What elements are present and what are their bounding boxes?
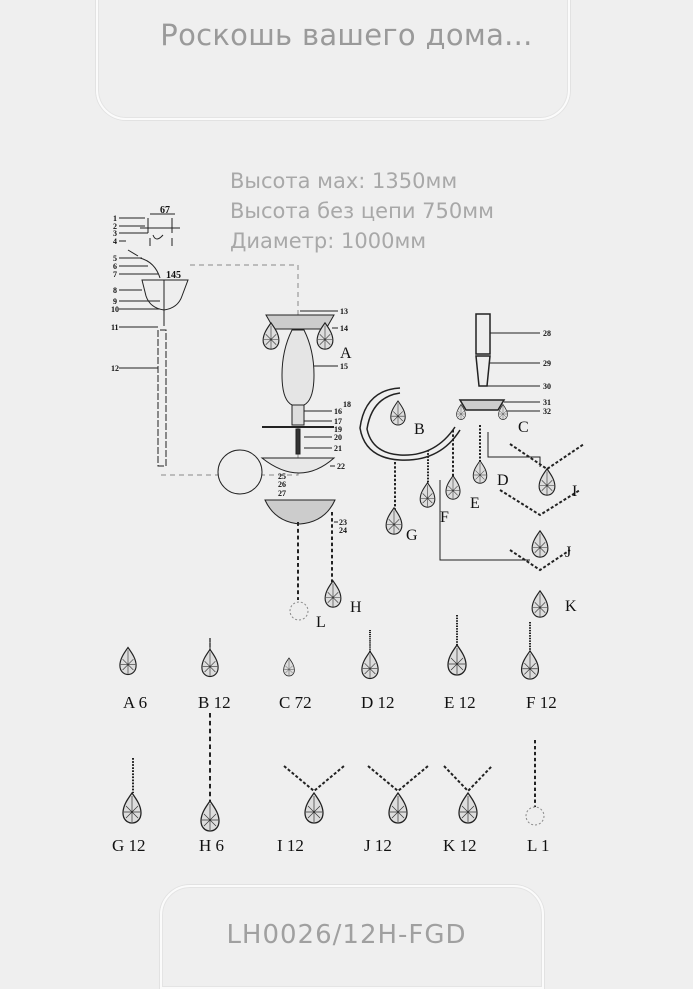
part-number: 28 <box>543 329 551 338</box>
legend-crystal-j <box>388 792 408 824</box>
part-number: 5 <box>113 254 117 263</box>
svg-text:H 6: H 6 <box>199 836 224 855</box>
dimension-145: 145 <box>166 270 181 281</box>
svg-text:E 12: E 12 <box>444 693 476 712</box>
spec-diameter: Диаметр: 1000мм <box>230 229 427 253</box>
part-number: 17 <box>334 417 342 426</box>
part-number: 23 <box>339 518 347 527</box>
svg-text:B 12: B 12 <box>198 693 231 712</box>
legend-crystal-k <box>458 792 478 824</box>
arm-assembly <box>359 313 506 461</box>
callout-l: L <box>316 614 326 631</box>
svg-text:F 12: F 12 <box>526 693 557 712</box>
svg-text:C 72: C 72 <box>279 693 312 712</box>
legend-labels: A 6 B 12 C 72 D 12 E 12 F 12 G 12 H 6 I … <box>112 693 557 855</box>
swag-chains <box>499 443 585 572</box>
svg-text:K 12: K 12 <box>443 836 477 855</box>
part-number: 12 <box>111 364 119 373</box>
part-number: 32 <box>543 407 551 416</box>
part-number: 18 <box>343 400 351 409</box>
part-number: 30 <box>543 382 551 391</box>
model-code: LH0026/12H-FGD <box>226 920 467 950</box>
ceiling-mount-and-chain <box>127 213 299 476</box>
callout-b: B <box>414 421 425 438</box>
callout-leaders <box>439 432 541 561</box>
callout-a: A <box>340 345 352 362</box>
part-number: 1 <box>113 214 117 223</box>
legend-crystal-b <box>201 648 219 678</box>
part-number: 4 <box>113 237 117 246</box>
part-number: 8 <box>113 286 117 295</box>
dimension-67: 67 <box>160 205 170 216</box>
central-column <box>217 314 336 525</box>
top-decorative-frame <box>96 0 570 120</box>
part-number: 7 <box>113 270 117 279</box>
part-number: 6 <box>113 262 117 271</box>
legend-crystal-h <box>200 800 220 832</box>
svg-text:J 12: J 12 <box>364 836 392 855</box>
legend-crystal-f <box>520 650 540 680</box>
part-number: 26 <box>278 480 286 489</box>
part-number: 31 <box>543 398 551 407</box>
legend-crystal-a <box>119 646 137 676</box>
callout-f: F <box>440 509 449 526</box>
part-number: 16 <box>334 407 342 416</box>
part-number: 24 <box>339 526 347 535</box>
crystal-i <box>538 468 556 496</box>
part-number: 19 <box>334 425 342 434</box>
callout-h: H <box>350 599 362 616</box>
part-number: 9 <box>113 297 117 306</box>
part-number: 22 <box>337 462 345 471</box>
svg-text:I 12: I 12 <box>277 836 304 855</box>
svg-text:A 6: A 6 <box>123 693 147 712</box>
callout-c: C <box>518 419 529 436</box>
ball-l <box>289 601 309 621</box>
crystal-j <box>531 530 549 558</box>
crystal-e <box>445 475 461 500</box>
part-number: 2 <box>113 222 117 231</box>
crystal-h <box>324 580 342 608</box>
callout-k: K <box>565 598 577 615</box>
callout-e: E <box>470 495 480 512</box>
legend-crystal-e <box>447 644 467 676</box>
part-number: 3 <box>113 229 117 238</box>
callout-j: J <box>565 544 571 561</box>
part-number: 13 <box>340 307 348 316</box>
part-number: 27 <box>278 489 286 498</box>
tagline: Роскошь вашего дома... <box>160 18 533 52</box>
legend-crystal-d <box>361 650 379 680</box>
svg-text:D 12: D 12 <box>361 693 395 712</box>
part-number: 25 <box>278 472 286 481</box>
crystal-legend <box>119 615 545 832</box>
crystal-k <box>531 590 549 618</box>
callout-g: G <box>406 527 418 544</box>
callout-i: I <box>572 483 577 500</box>
svg-text:G 12: G 12 <box>112 836 146 855</box>
part-number: 29 <box>543 359 551 368</box>
spec-height-no-chain: Высота без цепи 750мм <box>230 199 494 223</box>
crystal-b <box>390 400 406 426</box>
part-number: 11 <box>111 323 119 332</box>
legend-crystal-g <box>122 792 142 824</box>
crystal-g <box>385 507 403 535</box>
legend-crystal-i <box>304 792 324 824</box>
callout-d: D <box>497 472 509 489</box>
part-number: 20 <box>334 433 342 442</box>
crystal-d <box>472 460 488 484</box>
part-number: 14 <box>340 324 348 333</box>
right-part-number-leaders <box>486 332 540 412</box>
svg-text:L 1: L 1 <box>527 836 550 855</box>
part-number: 21 <box>334 444 342 453</box>
spec-height-max: Высота мах: 1350мм <box>230 169 458 193</box>
part-number: 15 <box>340 362 348 371</box>
legend-ball-l <box>525 806 545 826</box>
crystal-f <box>419 482 436 508</box>
legend-crystal-c <box>283 657 295 677</box>
center-part-number-leaders <box>300 310 338 523</box>
part-number: 10 <box>111 305 119 314</box>
left-part-number-leaders <box>119 217 160 369</box>
